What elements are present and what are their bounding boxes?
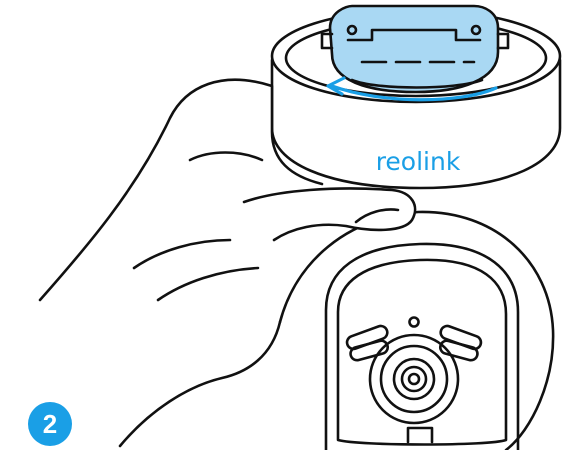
- hand-wrist-outline: [120, 322, 280, 446]
- ir-led-lower-left: [349, 339, 389, 361]
- ir-led-lower-right: [439, 339, 479, 361]
- hand-crease-3: [158, 268, 258, 300]
- lens-assembly: [345, 318, 483, 424]
- lens-ring-core: [402, 367, 426, 391]
- reolink-logo: reolink: [376, 147, 461, 176]
- lens-window-notch: [408, 428, 432, 442]
- step-badge: 2: [28, 402, 72, 446]
- lens-ring-inner: [394, 359, 434, 399]
- lens-ring-middle: [381, 346, 447, 412]
- lens-center-icon: [409, 374, 419, 384]
- hand-thumb: [244, 189, 415, 241]
- lens-ring-outer: [370, 335, 458, 423]
- lens-window-inner: [338, 260, 506, 445]
- step-number: 2: [43, 409, 57, 439]
- camera-ball-outline: [280, 212, 553, 450]
- light-sensor-icon: [410, 318, 419, 327]
- mounting-plate: [330, 6, 498, 92]
- camera-dome: [280, 212, 553, 450]
